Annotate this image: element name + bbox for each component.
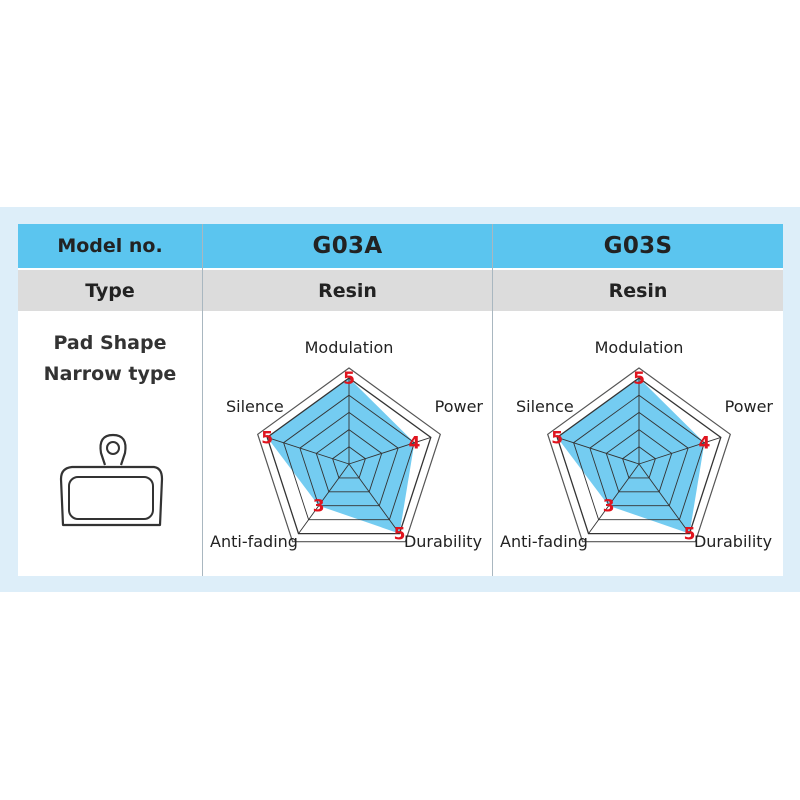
axis-label: Anti-fading (500, 532, 588, 551)
type-label: Type (85, 279, 135, 302)
axis-spoke (638, 436, 721, 465)
column-divider (492, 224, 493, 576)
axis-label: Silence (516, 397, 574, 416)
comparison-table: Model no. G03A G03S Type Resin Resin Pad… (18, 224, 783, 576)
grid-ring (556, 377, 722, 535)
outer-frame (256, 367, 442, 543)
model-row (18, 224, 783, 268)
score-label: 3 (313, 497, 325, 517)
axis-label: Silence (226, 397, 284, 416)
data-area (267, 378, 415, 534)
model-no-label: Model no. (57, 235, 163, 257)
pad-type-label: Narrow type (43, 363, 177, 385)
score-label: 5 (684, 525, 696, 545)
score-label: 5 (394, 525, 406, 545)
axis-label: Anti-fading (210, 532, 298, 551)
score-label: 4 (698, 434, 710, 454)
axis-label: Modulation (595, 338, 684, 357)
outer-frame (546, 367, 732, 543)
axis-spoke (348, 463, 400, 534)
score-label: 3 (603, 497, 615, 517)
grid-ring (315, 429, 383, 493)
grid-ring (573, 394, 705, 521)
axis-label: Power (435, 397, 484, 416)
grid-ring (332, 446, 366, 479)
type-value-g03s: Resin (608, 279, 668, 302)
score-label: 5 (343, 369, 355, 389)
axis-spoke (298, 463, 350, 534)
score-label: 5 (551, 428, 563, 448)
grid-ring (266, 377, 432, 535)
axis-label: Durability (404, 532, 482, 551)
axis-label: Power (725, 397, 774, 416)
data-area (557, 378, 705, 534)
type-row (18, 270, 783, 311)
axis-spoke (638, 463, 690, 534)
pad-shape-heading: Pad Shape Narrow type (18, 328, 202, 390)
axis-spoke (588, 463, 640, 534)
grid-ring (622, 446, 656, 479)
grid-ring (589, 411, 689, 507)
model-name-g03s: G03S (603, 233, 673, 259)
axis-spoke (348, 436, 431, 465)
grid-ring (605, 429, 673, 493)
score-label: 5 (261, 428, 273, 448)
column-divider (202, 224, 203, 576)
grid-ring (283, 394, 415, 521)
axis-spoke (557, 436, 640, 465)
score-label: 4 (408, 434, 420, 454)
type-value-g03a: Resin (318, 279, 377, 302)
model-name-g03a: G03A (312, 233, 383, 259)
axis-spoke (267, 436, 350, 465)
axis-label: Durability (694, 532, 772, 551)
score-label: 5 (633, 369, 645, 389)
pad-shape-label: Pad Shape (53, 332, 167, 354)
brake-pad-icon (59, 433, 164, 527)
axis-label: Modulation (305, 338, 394, 357)
grid-ring (299, 411, 399, 507)
